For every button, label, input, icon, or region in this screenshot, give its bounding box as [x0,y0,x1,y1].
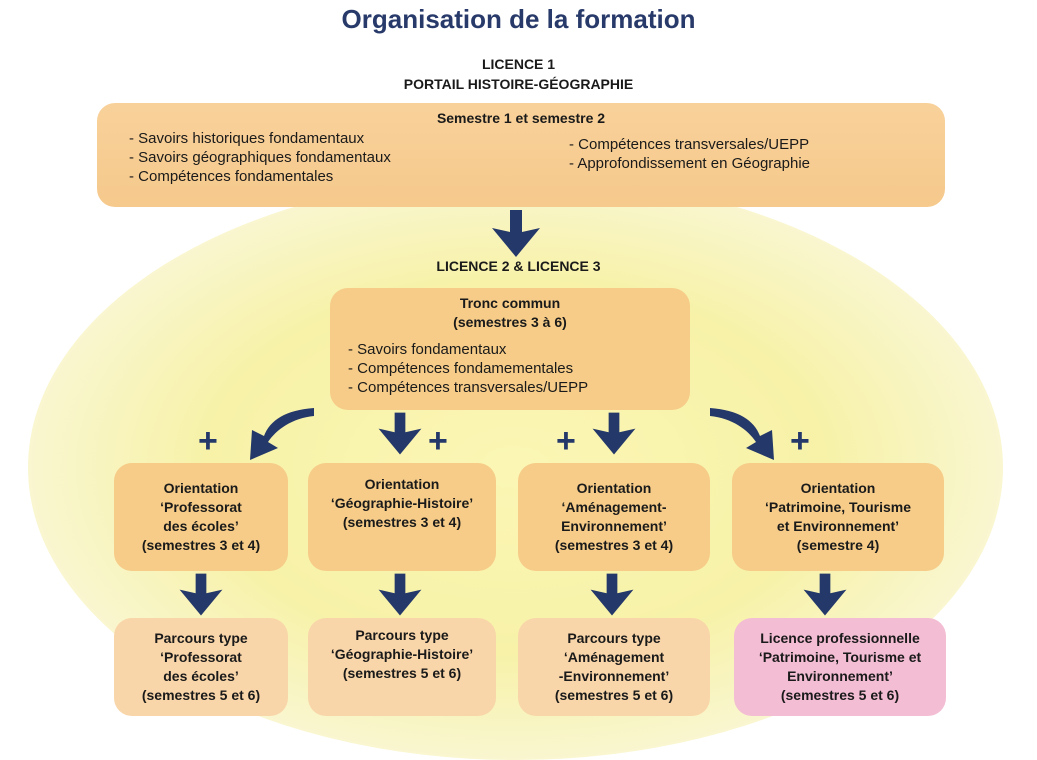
tronc-subtitle: (semestres 3 à 6) [453,314,567,330]
box-line: des écoles’ [163,518,239,534]
plus-icon: + [198,422,218,460]
list-item: - Compétences fondamentales [129,168,334,185]
tronc-heading: Tronc commun (semestres 3 à 6) [330,294,690,332]
tronc-title: Tronc commun [459,295,561,311]
box-line: Environnement’ [561,518,667,534]
box-line: (semestres 3 et 4) [554,537,674,553]
box-line: ‘Géographie-Histoire’ [330,646,474,662]
box-line: (semestre 4) [796,537,880,553]
plus-icon: + [556,422,576,460]
plus-icon: + [428,422,448,460]
box-line: (semestres 3 et 4) [141,537,261,553]
list-item: - Savoirs historiques fondamentaux [129,130,365,147]
box-line: Parcours type [154,630,248,646]
box-line: (semestres 5 et 6) [554,687,674,703]
orientation-box-amenagement: Orientation ‘Aménagement- Environnement’… [518,463,710,571]
arrow-down-icon [492,210,540,257]
box-line: Orientation [800,480,876,496]
arrow-down-icon [592,412,636,455]
box-line: -Environnement’ [558,668,670,684]
box-line: (semestres 5 et 6) [342,665,462,681]
list-item: - Savoirs fondamentaux [348,341,507,358]
parcours-box-geographie-histoire: Parcours type ‘Géographie-Histoire’ (sem… [308,618,496,716]
box-line: Licence professionnelle [760,630,920,646]
box-line: ‘Patrimoine, Tourisme [765,499,911,515]
plus-icon: + [790,422,810,460]
tronc-commun-box: Tronc commun (semestres 3 à 6) - Savoirs… [330,288,690,410]
tronc-list: - Savoirs fondamentaux - Compétences fon… [348,340,588,397]
orientation-box-geographie-histoire: Orientation ‘Géographie-Histoire’ (semes… [308,463,496,571]
box-line: Environnement’ [787,668,893,684]
parcours-box-professorat: Parcours type ‘Professorat des écoles’ (… [114,618,288,716]
orientation-box-patrimoine: Orientation ‘Patrimoine, Tourisme et Env… [732,463,944,571]
box-line: (semestres 3 et 4) [342,514,462,530]
arrow-down-icon [803,573,847,616]
box-line: et Environnement’ [776,518,900,534]
semestre-heading: Semestre 1 et semestre 2 [436,110,606,126]
page-title: Organisation de la formation [341,4,696,34]
licence1-label: LICENCE 1 [481,56,556,72]
box-line: ‘Géographie-Histoire’ [330,495,474,511]
semestre-box: Semestre 1 et semestre 2 - Savoirs histo… [97,103,945,207]
box-line: (semestres 5 et 6) [141,687,261,703]
box-line: Parcours type [355,627,449,643]
list-item: - Compétences transversales/UEPP [348,379,589,396]
orientation-box-professorat: Orientation ‘Professorat des écoles’ (se… [114,463,288,571]
arrow-down-icon [179,573,223,616]
box-line: ‘Professorat [160,499,242,515]
list-item: - Approfondissement en Géographie [569,155,810,172]
licence23-label: LICENCE 2 & LICENCE 3 [436,258,601,274]
box-line: Parcours type [567,630,661,646]
licence-pro-box: Licence professionnelle ‘Patrimoine, Tou… [734,618,946,716]
parcours-box-amenagement: Parcours type ‘Aménagement -Environnemen… [518,618,710,716]
curved-arrow-left-icon [250,408,314,460]
box-line: Orientation [576,480,652,496]
list-item: - Savoirs géographiques fondamentaux [129,149,391,166]
box-line: ‘Aménagement- [561,499,667,515]
semestre-right-list: - Compétences transversales/UEPP - Appro… [569,135,810,173]
arrow-down-icon [378,573,422,616]
box-line: (semestres 5 et 6) [780,687,900,703]
list-item: - Compétences fondamementales [348,360,574,377]
arrow-down-icon [378,412,422,455]
portail-label: PORTAIL HISTOIRE-GÉOGRAPHIE [403,76,634,92]
box-line: des écoles’ [163,668,239,684]
box-line: ‘Professorat [160,649,242,665]
semestre-left-list: - Savoirs historiques fondamentaux - Sav… [129,129,391,186]
curved-arrow-right-icon [710,408,774,460]
arrow-down-icon [590,573,634,616]
list-item: - Compétences transversales/UEPP [569,136,810,153]
box-line: Orientation [364,476,440,492]
box-line: ‘Patrimoine, Tourisme et [758,649,922,665]
box-line: Orientation [163,480,239,496]
box-line: ‘Aménagement [563,649,665,665]
